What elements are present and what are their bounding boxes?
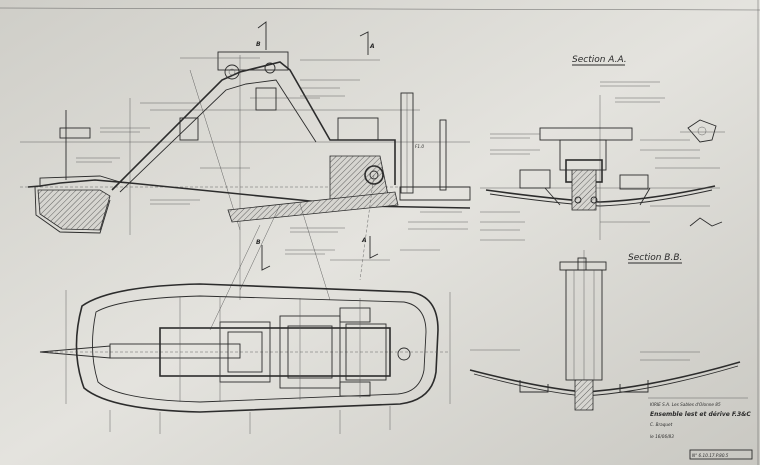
section-bb-view: Section B.B.	[469, 250, 741, 411]
section-marker-a-bottom: A	[361, 237, 367, 244]
title-block-ref: N° 6.10.17.P.80.5	[692, 453, 729, 458]
section-aa-title: Section A.A.	[572, 55, 627, 65]
title-block-line2: Ensemble lest et dérive F.3&C	[650, 411, 751, 418]
title-block: KIRIE S.A. Les Sables d'Olonne 85 Ensemb…	[648, 397, 753, 460]
section-marker-a-top: A	[369, 43, 375, 50]
title-block-date: le 16/06/83	[650, 434, 674, 439]
title-block-line1: KIRIE S.A. Les Sables d'Olonne 85	[650, 402, 721, 407]
title-block-line3: C. Braquet	[650, 422, 673, 427]
plan-view	[39, 283, 451, 434]
side-elevation-view: B A B A F1.0	[20, 21, 471, 331]
section-marker-b-bottom: B	[256, 239, 261, 246]
waterline-label: F1.0	[415, 144, 424, 149]
section-marker-b-top: B	[256, 41, 261, 48]
section-aa-view: Section A.A.	[480, 55, 725, 241]
section-bb-title: Section B.B.	[628, 253, 682, 263]
